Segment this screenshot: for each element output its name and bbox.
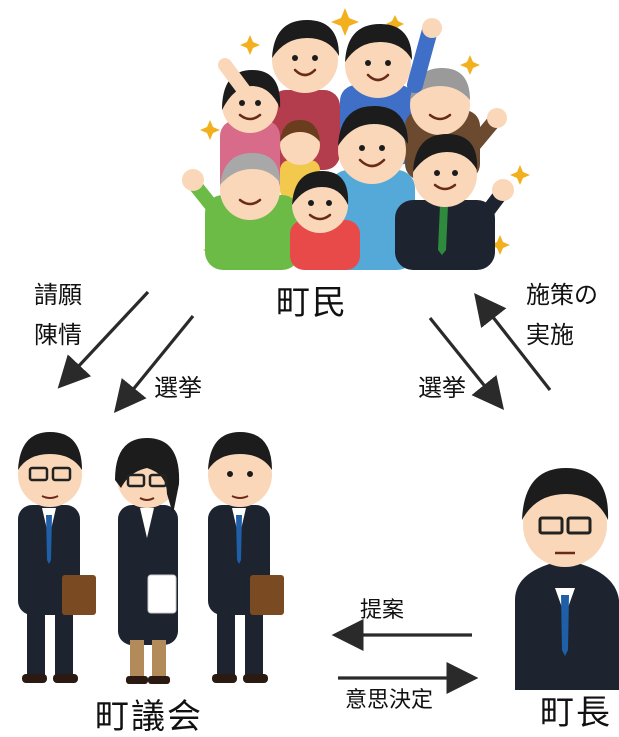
label-petition-1: 請願 [34,281,82,309]
townspeople-illustration [182,8,530,270]
label-policy-2: 実施 [526,321,574,349]
label-election-right: 選挙 [418,374,466,402]
node-townspeople: 町民 [276,283,348,323]
arrow-policy [474,292,552,391]
council-members-illustration [18,432,284,684]
council-member-woman [115,438,180,684]
label-proposal: 提案 [360,598,405,623]
arrow-petition [57,290,150,389]
label-petition-2: 陳情 [34,321,82,349]
node-council: 町議会 [95,697,203,737]
council-member-man-2 [208,432,284,683]
arrow-election-council [113,314,195,413]
council-member-man-1 [18,432,96,683]
label-decision: 意思決定 [345,688,434,713]
label-policy-1: 施策の [526,281,598,309]
mayor-illustration [515,468,619,690]
arrow-election-mayor [428,316,505,410]
node-mayor: 町長 [540,693,612,733]
label-election-left: 選挙 [154,374,202,402]
flow-arrows [57,290,552,694]
